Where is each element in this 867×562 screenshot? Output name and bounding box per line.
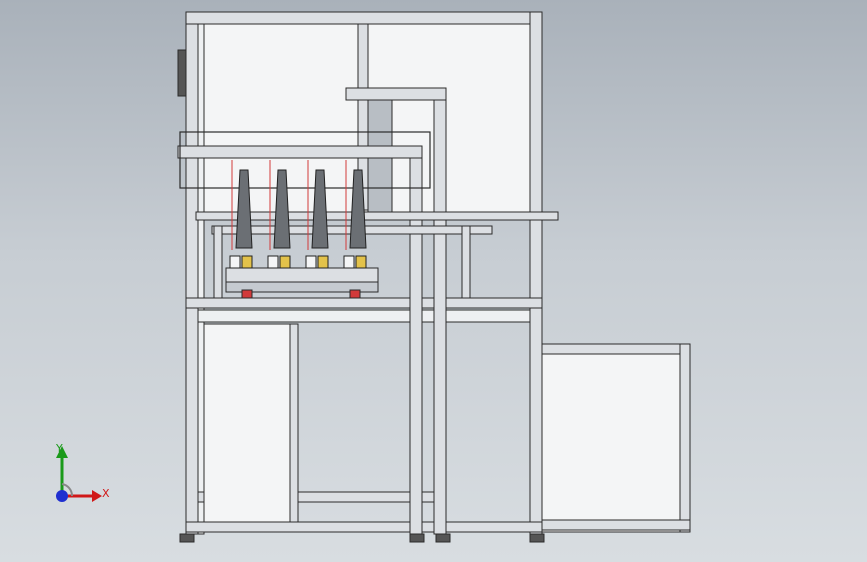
fixture-red-left [241,289,253,299]
left-post-inner [197,11,205,535]
gripper-pad [229,255,241,269]
fixture-red-right [349,289,361,299]
y-axis-label: Y [56,442,63,455]
x-axis-label: X [102,487,110,500]
middle-shelf-rail-2 [197,309,531,323]
workbench-top [195,211,559,221]
inner-post-left [409,145,423,535]
gripper-body [273,169,291,249]
right-post-upper [529,11,543,535]
foot-2 [409,533,425,543]
tool-frame-top [177,145,423,159]
aux-cabinet [541,343,691,533]
rotation-arc [61,483,74,497]
gripper-body [235,169,253,249]
lower-left-post [289,323,299,523]
gripper-pad [267,255,279,269]
y-axis-head [56,446,68,458]
gripper-pad [305,255,317,269]
gantry-beam [345,87,447,101]
gripper-pad-yellow [241,255,253,269]
gripper-body [349,169,367,249]
gripper-pad-yellow [279,255,291,269]
middle-shelf-rail [185,297,543,309]
gripper-body [311,169,329,249]
aux-cabinet-post [679,343,691,533]
aux-cabinet-bottom [541,519,691,531]
bottom-rail [185,521,543,533]
gripper-tools [229,160,367,269]
workbench-leg-left [213,225,223,299]
top-rail [185,11,543,25]
gripper-pad-yellow [355,255,367,269]
foot-3 [435,533,451,543]
fixture-rail [225,281,379,293]
gripper-pad-yellow [317,255,329,269]
lower-left-panel [203,323,291,523]
coordinate-triad: X Y [40,440,120,510]
foot-1 [179,533,195,543]
tool-frame-window [179,131,431,189]
inner-post-right [433,87,447,535]
aux-cabinet-top [541,343,691,355]
side-box [177,49,187,97]
gripper-pad [343,255,355,269]
z-axis-dot [56,490,68,502]
fixture-base [225,267,379,283]
x-axis-head [92,490,102,502]
workbench-leg-right [461,225,471,299]
left-post-outer [185,11,199,535]
foot-4 [529,533,545,543]
